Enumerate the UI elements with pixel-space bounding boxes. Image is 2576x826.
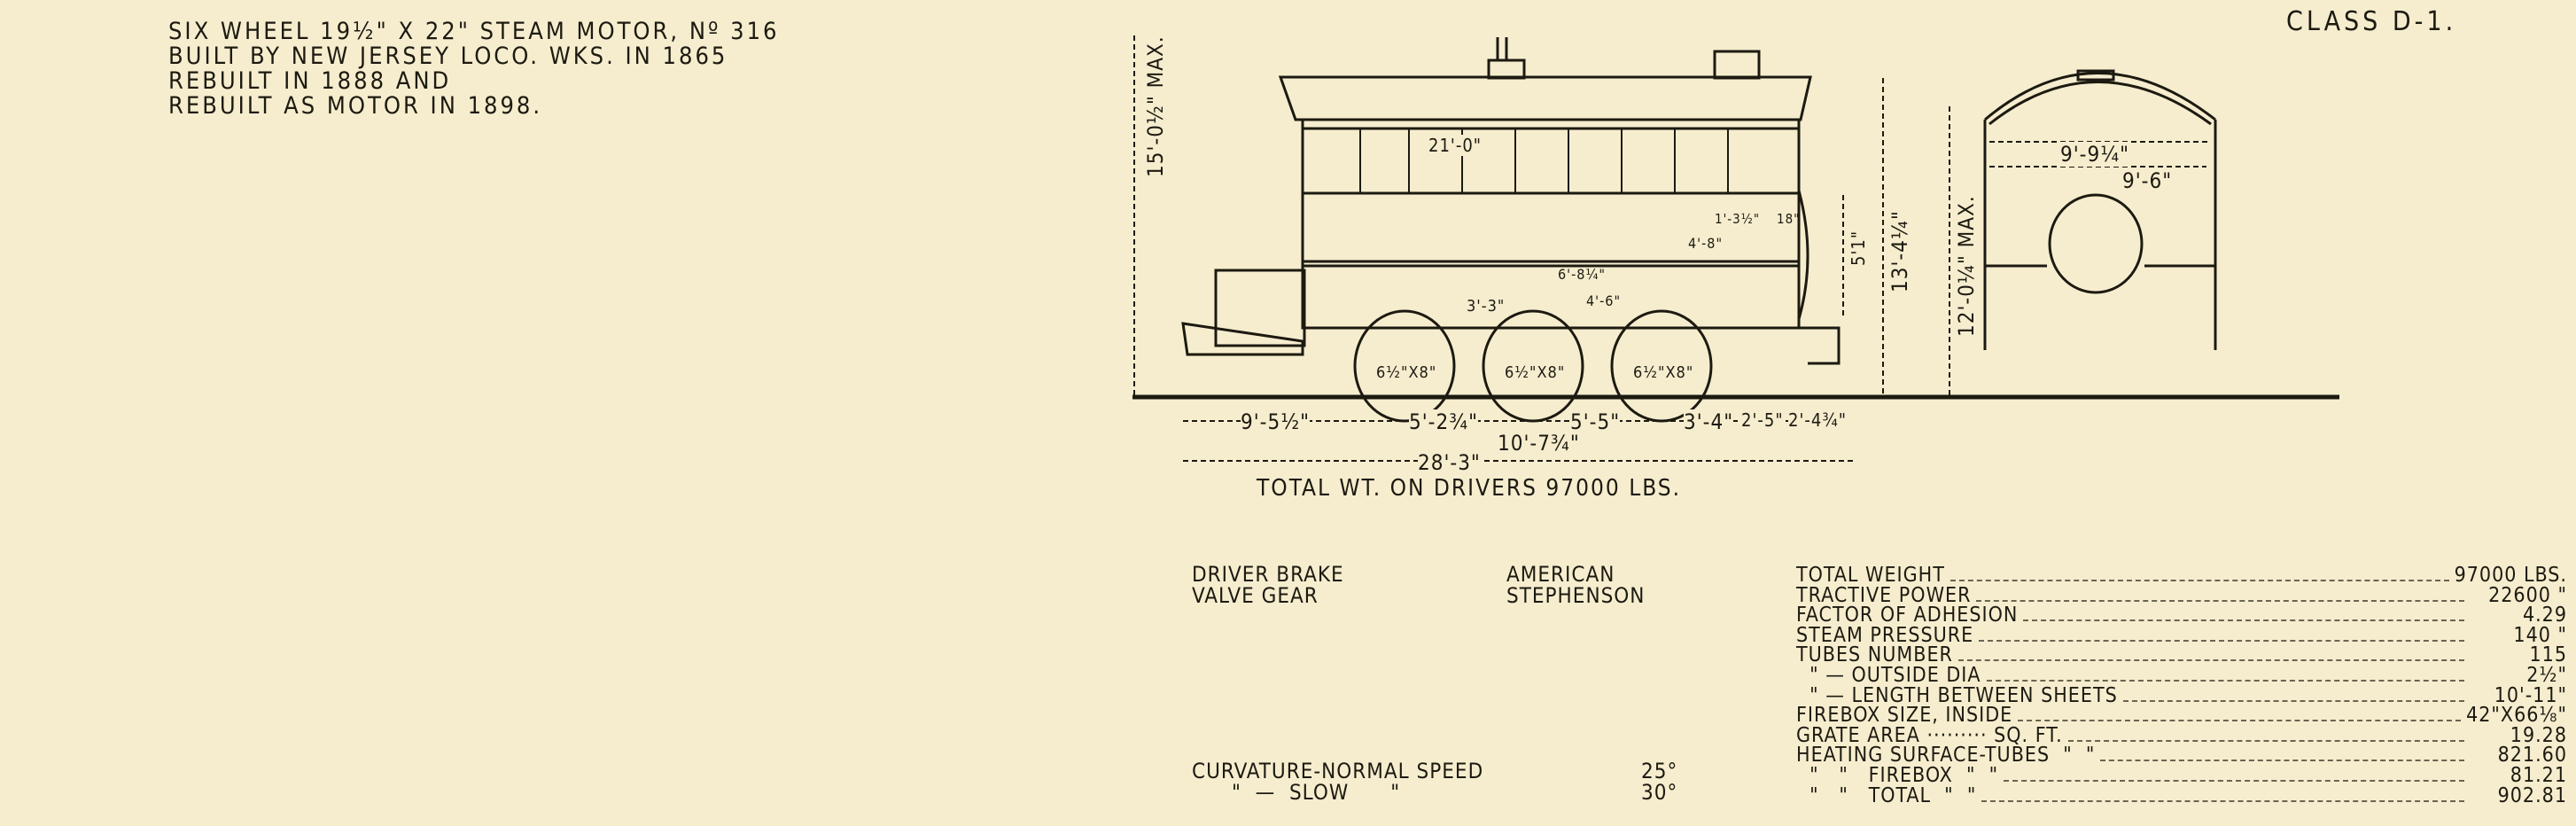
spec-value: 821.60 <box>2497 744 2567 768</box>
rear-beam <box>1799 326 1841 365</box>
spec-valve-gear-label: VALVE GEAR <box>1192 583 1319 608</box>
smokebox-door <box>1797 190 1809 320</box>
title-line-4: REBUILT AS MOTOR IN 1898. <box>168 92 543 120</box>
end-view-roof <box>1984 72 2216 121</box>
dim-interior-4: 4'-8" <box>1688 235 1724 252</box>
dim-end-height: 12'-0¼" MAX. <box>1954 195 1979 337</box>
cab-body <box>1301 127 1801 330</box>
leader-line <box>1986 680 2464 682</box>
class-label: CLASS D-1. <box>2286 6 2457 37</box>
curvature-slow-value: 30° <box>1641 780 1678 805</box>
leader-line <box>2100 760 2464 762</box>
dim-body-height: 13'-4¼" <box>1887 210 1912 292</box>
end-view-boiler <box>2048 193 2144 294</box>
curvature-normal-label: CURVATURE-NORMAL SPEED <box>1192 759 1484 783</box>
leader-line <box>2067 739 2464 742</box>
spec-row: " — LENGTH BETWEEN SHEETS 10'-11" <box>1796 684 2567 707</box>
spec-label: GRATE AREA ········· SQ. FT. <box>1796 723 2063 747</box>
leader-line <box>2122 699 2464 702</box>
wheel-label-3: 6½"X8" <box>1633 363 1694 382</box>
stack-1 <box>1487 58 1526 80</box>
spec-value: 2½" <box>2526 664 2567 687</box>
spec-label: " " TOTAL " " <box>1796 783 1977 807</box>
front-hood <box>1214 269 1306 347</box>
curvature-slow-label: " — SLOW " <box>1232 780 1401 805</box>
spec-driver-brake-label: DRIVER BRAKE <box>1192 562 1344 587</box>
spec-value: 10'-11" <box>2494 683 2567 707</box>
drawing-caption: TOTAL WT. ON DRIVERS 97000 LBS. <box>1257 475 1682 502</box>
overall-length-dim: 28'-3" <box>1418 450 1481 475</box>
leader-line <box>1976 599 2464 602</box>
spec-value: 81.21 <box>2510 764 2567 787</box>
dim-interior-6: 1'-3½" <box>1715 211 1761 227</box>
spec-value: 97000 LBS. <box>2454 564 2567 587</box>
title-line-2: BUILT BY NEW JERSEY LOCO. WKS. IN 1865 <box>168 43 728 70</box>
pilot-beam <box>1181 322 1304 356</box>
wheelbase-dim: 10'-7¾" <box>1498 431 1580 456</box>
spec-row: FACTOR OF ADHESION 4.29 <box>1796 604 2567 627</box>
bottom-dim-6: 2'-4¾" <box>1788 409 1848 431</box>
spec-row: TUBES NUMBER 115 <box>1796 643 2567 666</box>
stack-2 <box>1713 50 1761 80</box>
bottom-dim-2: 5'-2¾" <box>1409 409 1479 434</box>
dim-interior-3: 6'-8¼" <box>1558 266 1607 283</box>
spec-label: TOTAL WEIGHT <box>1796 564 1945 587</box>
leader-line <box>2004 780 2464 782</box>
leader-line <box>1981 799 2464 802</box>
leader-line <box>1950 580 2449 581</box>
leader-line <box>1957 659 2464 662</box>
curvature-normal-value: 25° <box>1641 759 1678 783</box>
spec-row: " " FIREBOX " " 81.21 <box>1796 764 2567 787</box>
bottom-dim-5: 2'-5" <box>1741 409 1784 431</box>
spec-row: GRATE AREA ········· SQ. FT. 19.28 <box>1796 724 2567 747</box>
spec-value: 42"X66⅛" <box>2466 704 2567 728</box>
spec-label: " — OUTSIDE DIA <box>1796 664 1981 687</box>
spec-value: 19.28 <box>2510 723 2567 747</box>
spec-label: STEAM PRESSURE <box>1796 623 1974 647</box>
spec-row: FIREBOX SIZE, INSIDE 42"X66⅛" <box>1796 704 2567 728</box>
spec-value: 4.29 <box>2522 604 2567 627</box>
wheel-label-1: 6½"X8" <box>1376 363 1437 382</box>
dim-interior-5: 4'-6" <box>1586 292 1622 309</box>
leader-line <box>2023 620 2464 622</box>
spec-value: 902.81 <box>2497 783 2567 807</box>
bottom-dim-3: 5'-5" <box>1570 409 1621 434</box>
spec-driver-brake-value: AMERICAN <box>1506 562 1615 587</box>
dim-interior-1: 21'-0" <box>1428 135 1483 156</box>
spec-value: 115 <box>2529 643 2567 667</box>
leader-line <box>1979 639 2464 642</box>
dim-interior-2: 3'-3" <box>1467 297 1506 316</box>
spec-label: " — LENGTH BETWEEN SHEETS <box>1796 683 2118 707</box>
spec-row: STEAM PRESSURE 140 " <box>1796 623 2567 647</box>
leader-line <box>2018 720 2462 722</box>
roof <box>1278 75 1812 121</box>
spec-value: 22600 " <box>2488 583 2567 607</box>
spec-value: 140 " <box>2513 623 2567 647</box>
title-line-3: REBUILT IN 1888 AND <box>168 67 452 95</box>
bottom-dim-4: 3'-4" <box>1684 409 1734 434</box>
dim-max-height: 15'-0½" MAX. <box>1143 35 1168 177</box>
spec-label: TRACTIVE POWER <box>1796 583 1972 607</box>
spec-label: FIREBOX SIZE, INSIDE <box>1796 704 2013 728</box>
spec-row: HEATING SURFACE-TUBES " " 821.60 <box>1796 744 2567 768</box>
spec-row: TOTAL WEIGHT 97000 LBS. <box>1796 564 2567 587</box>
spec-row: " — OUTSIDE DIA 2½" <box>1796 664 2567 687</box>
spec-label: HEATING SURFACE-TUBES " " <box>1796 744 2096 768</box>
spec-label: TUBES NUMBER <box>1796 643 1953 667</box>
dim-center: 5'1" <box>1848 230 1869 266</box>
spec-label: FACTOR OF ADHESION <box>1796 604 2019 627</box>
spec-valve-gear-value: STEPHENSON <box>1506 583 1646 608</box>
end-width-top: 9'-9¼" <box>2060 142 2130 167</box>
dim-interior-7: 18" <box>1777 211 1801 227</box>
spec-row: " " TOTAL " " 902.81 <box>1796 784 2567 807</box>
title-line-1: SIX WHEEL 19½" X 22" STEAM MOTOR, Nº 316 <box>168 18 780 45</box>
spec-label: " " FIREBOX " " <box>1796 764 1999 787</box>
bottom-dim-1: 9'-5½" <box>1241 409 1311 434</box>
end-width-bottom: 9'-6" <box>2122 168 2173 193</box>
wheel-label-2: 6½"X8" <box>1505 363 1566 382</box>
spec-row: TRACTIVE POWER 22600 " <box>1796 584 2567 607</box>
